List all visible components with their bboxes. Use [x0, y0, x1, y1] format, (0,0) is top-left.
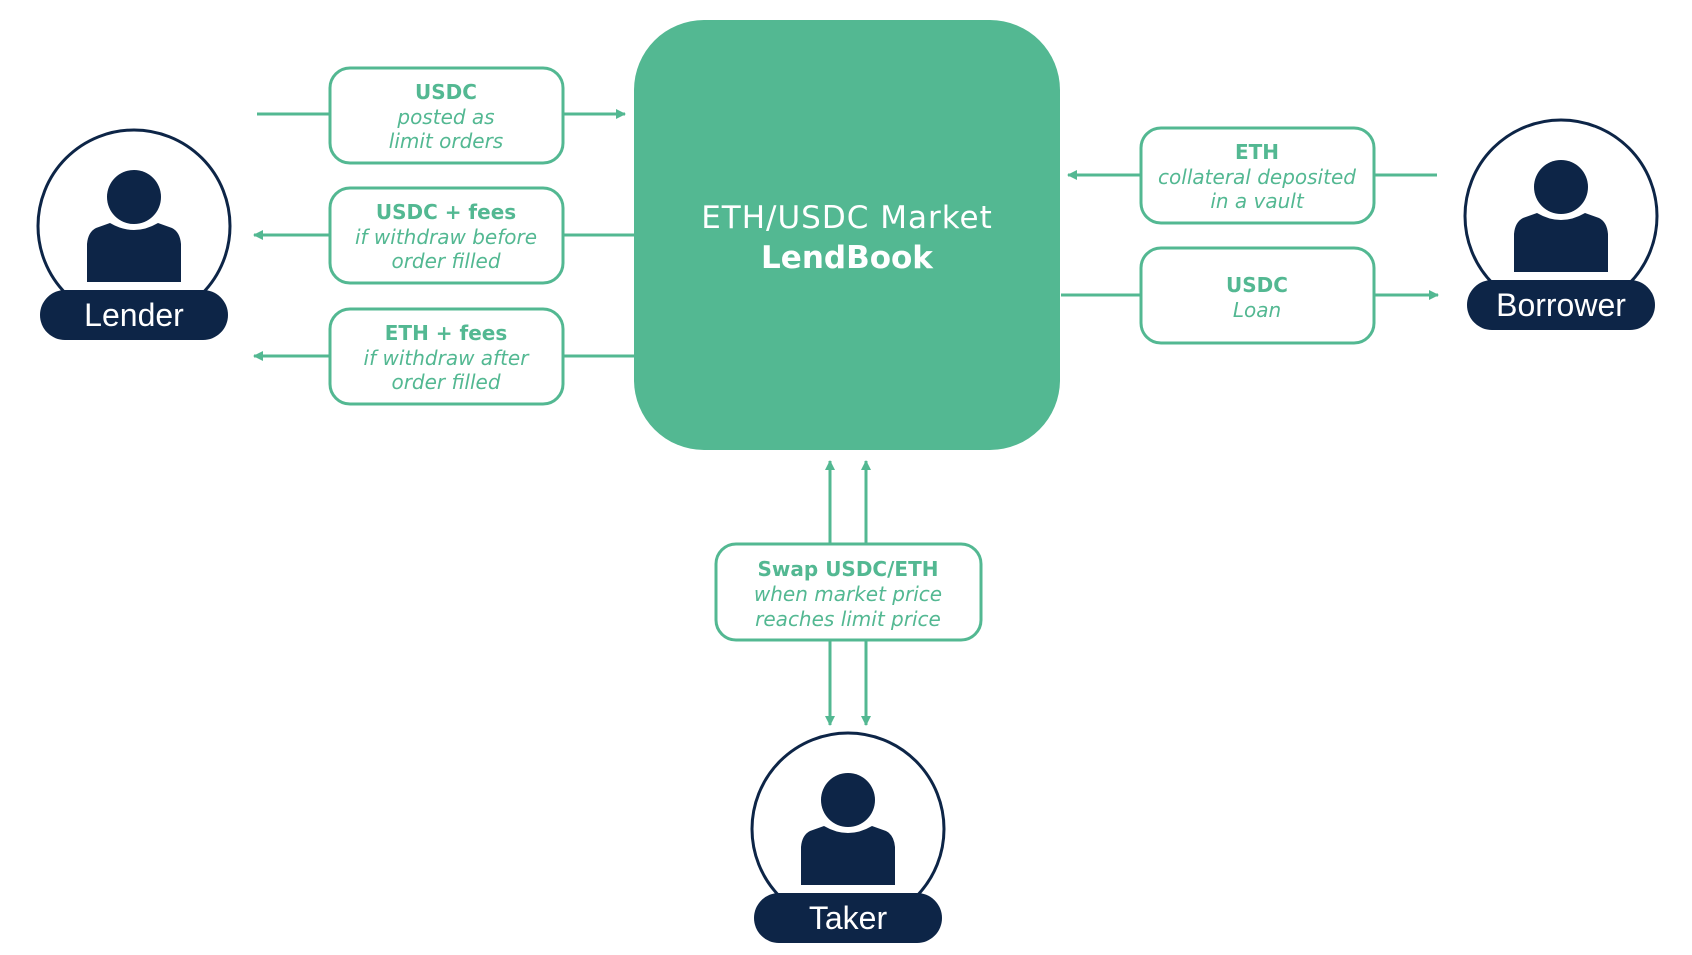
- flow-title: ETH: [1235, 140, 1279, 164]
- market-name: LendBook: [761, 240, 934, 276]
- market-box: ETH/USDC Market LendBook: [634, 20, 1060, 450]
- person-icon: [1514, 160, 1608, 272]
- flow-title: USDC + fees: [376, 200, 516, 224]
- flow-line: Loan: [1233, 298, 1281, 322]
- actor-label: Taker: [809, 900, 888, 936]
- flow-box-withdraw-after: ETH + fees if withdraw after order fille…: [328, 307, 565, 406]
- actor-lender: Lender: [36, 128, 232, 340]
- flow-title: Swap USDC/ETH: [758, 557, 939, 581]
- actor-label: Borrower: [1496, 287, 1626, 323]
- flow-line: order filled: [391, 370, 500, 394]
- flow-line: limit orders: [389, 129, 503, 153]
- flow-line: in a vault: [1210, 189, 1305, 213]
- person-icon: [87, 170, 181, 282]
- flow-title: USDC: [415, 80, 477, 104]
- flow-box-lender-deposit: USDC posted as limit orders: [328, 66, 565, 165]
- flow-line: order filled: [391, 249, 500, 273]
- flow-title: USDC: [1226, 273, 1288, 297]
- actor-borrower: Borrower: [1463, 118, 1659, 330]
- flow-box-taker-swap: Swap USDC/ETH when market price reaches …: [714, 542, 983, 642]
- flow-box-withdraw-before: USDC + fees if withdraw before order fil…: [328, 186, 565, 285]
- flow-line: when market price: [754, 582, 942, 606]
- actor-taker: Taker: [750, 731, 946, 943]
- flow-line: if withdraw before: [355, 225, 537, 249]
- flow-line: reaches limit price: [755, 607, 941, 631]
- flow-box-borrower-collateral: ETH collateral deposited in a vault: [1139, 126, 1376, 225]
- flow-box-borrower-loan: USDC Loan: [1139, 246, 1376, 345]
- market-title: ETH/USDC Market: [701, 200, 993, 236]
- person-icon: [801, 773, 895, 885]
- flow-title: ETH + fees: [385, 321, 507, 345]
- connectors: [253, 109, 1439, 726]
- actor-label: Lender: [84, 297, 184, 333]
- flow-line: posted as: [396, 105, 494, 129]
- flow-line: collateral deposited: [1158, 165, 1356, 189]
- flow-line: if withdraw after: [364, 346, 531, 370]
